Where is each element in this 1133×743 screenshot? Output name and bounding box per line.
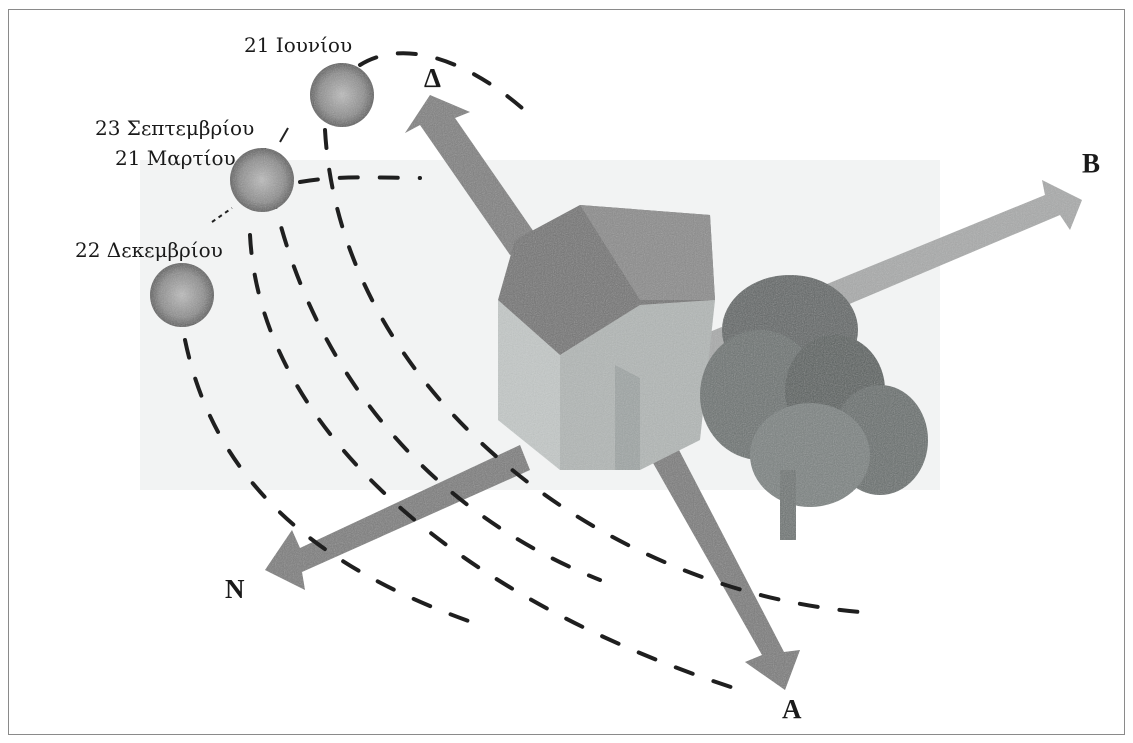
sun-equinox bbox=[230, 148, 294, 212]
label-march-21: 21 Μαρτίου bbox=[115, 146, 236, 170]
label-june-21: 21 Ιουνίου bbox=[244, 33, 352, 57]
direction-south: Ν bbox=[225, 574, 245, 605]
sun-december bbox=[150, 263, 214, 327]
sun-june bbox=[310, 63, 374, 127]
label-december-22: 22 Δεκεμβρίου bbox=[75, 238, 223, 262]
label-september-23: 23 Σεπτεμβρίου bbox=[95, 116, 254, 140]
direction-west: Δ bbox=[424, 63, 441, 94]
house bbox=[498, 205, 715, 470]
direction-east: Α bbox=[782, 694, 802, 725]
direction-north: Β bbox=[1082, 148, 1100, 179]
leader-mark bbox=[280, 128, 288, 142]
